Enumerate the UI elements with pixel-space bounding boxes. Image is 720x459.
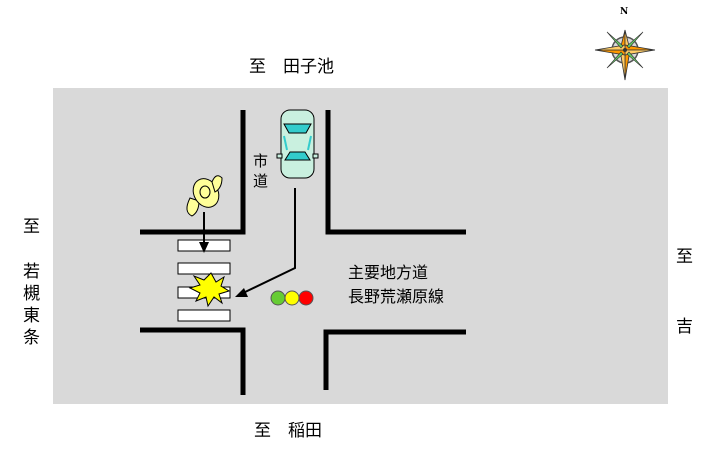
compass-north-label: N (620, 7, 629, 17)
crosswalk-stripe (177, 309, 231, 322)
road-area (53, 88, 668, 404)
curb-northeast (325, 110, 466, 235)
vehicle-path-arrow (235, 188, 296, 297)
traffic-signal (270, 290, 314, 306)
compass-icon (594, 29, 656, 81)
direction-south-label: 至 稲田 (254, 421, 322, 441)
pedestrian-icon (186, 175, 223, 217)
direction-west-to-label: 至 (19, 217, 39, 238)
crosswalk-stripe (177, 262, 231, 275)
car-icon (276, 109, 319, 179)
city-road-label: 市道 (251, 153, 269, 193)
curb-southwest (140, 327, 246, 395)
curb-lines (140, 110, 466, 395)
direction-west-place-label: 若槻東条 (19, 262, 39, 350)
collision-icon (188, 272, 231, 308)
signal-green (270, 290, 286, 306)
main-road-label-line2: 長野荒瀬原線 (348, 287, 445, 306)
signal-red (298, 290, 314, 306)
signal-yellow (284, 290, 300, 306)
main-road-label-line1: 主要地方道 (348, 263, 429, 282)
curb-northwest (140, 110, 246, 235)
pedestrian-path-arrow (199, 212, 209, 253)
curb-southeast (323, 329, 466, 390)
direction-east-label: 至 吉 (672, 247, 692, 352)
direction-north-label: 至 田子池 (249, 57, 334, 77)
